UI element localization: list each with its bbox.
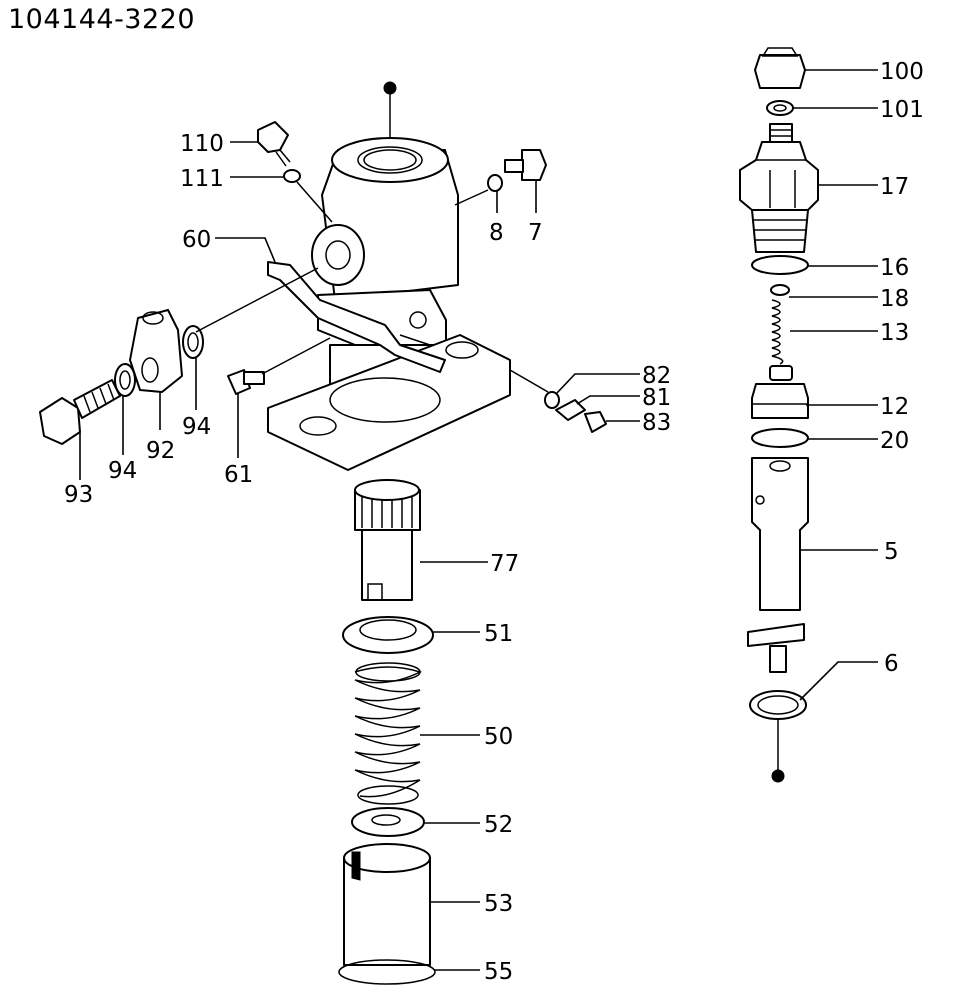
part-51-upper-spring-seat [342,616,434,654]
callout-100: 100 [880,59,924,85]
part-94-washer-upper [182,325,204,359]
part-53-tappet [343,843,431,966]
part-55-snap-ring [338,959,436,985]
callout-8: 8 [489,220,504,246]
callout-55: 55 [484,959,513,985]
axis-dot-top [383,81,397,95]
callout-7: 7 [528,220,543,246]
callout-labels: 100 101 17 16 18 13 12 20 5 6 110 111 8 … [64,59,924,985]
callout-94-lower: 94 [108,458,137,484]
callout-77: 77 [490,551,519,577]
callout-110: 110 [180,131,224,157]
part-20-o-ring [751,428,809,448]
part-77-control-sleeve [354,479,421,601]
part-100-cap-nut [754,54,806,89]
part-50-plunger-spring [354,662,423,805]
small-fittings [39,121,607,445]
part-8-washer [487,174,503,192]
callout-94-upper: 94 [182,414,211,440]
callout-83: 83 [642,410,671,436]
part-81-lock-plate [555,399,586,421]
axis-dot-bottom [771,769,785,783]
callout-60: 60 [182,227,211,253]
callout-51: 51 [484,621,513,647]
leader-lines [79,69,878,971]
callout-18: 18 [880,286,909,312]
part-110-air-vent-screw [257,121,289,153]
callout-82: 82 [642,363,671,389]
part-52-lower-spring-seat [351,807,425,837]
callout-16: 16 [880,255,909,281]
callout-81: 81 [642,385,671,411]
callout-111: 111 [180,166,224,192]
part-83-screw [584,411,607,433]
callout-50: 50 [484,724,513,750]
callout-17: 17 [880,174,909,200]
part-16-washer [751,255,809,275]
callout-61: 61 [224,462,253,488]
callout-93: 93 [64,482,93,508]
part-111-washer [283,169,301,183]
callout-20: 20 [880,428,909,454]
callout-5: 5 [884,539,899,565]
pump-flange [267,334,511,471]
part-94-washer-lower [114,363,136,397]
pump-housing-assembly [267,81,511,985]
part-7-screw [521,149,547,181]
callout-6: 6 [884,651,899,677]
part-92-banjo-fitting [129,309,183,393]
callout-53: 53 [484,891,513,917]
callout-92: 92 [146,438,175,464]
callout-13: 13 [880,320,909,346]
callout-52: 52 [484,812,513,838]
nozzle-holder-assembly [739,47,819,783]
part-60-bracket [267,261,446,373]
part-93-banjo-bolt [39,379,121,445]
part-82-washer [544,391,560,409]
part-101-washer [766,100,794,116]
part-12-retaining-nut [751,383,809,419]
callout-101: 101 [880,97,924,123]
callout-12: 12 [880,394,909,420]
part-13-spring [771,299,784,365]
part-5-nozzle [751,457,809,611]
part-17-holder-body [739,141,819,211]
diagram-number: 104144-3220 [8,4,196,35]
part-18-spring-seat [770,284,790,296]
